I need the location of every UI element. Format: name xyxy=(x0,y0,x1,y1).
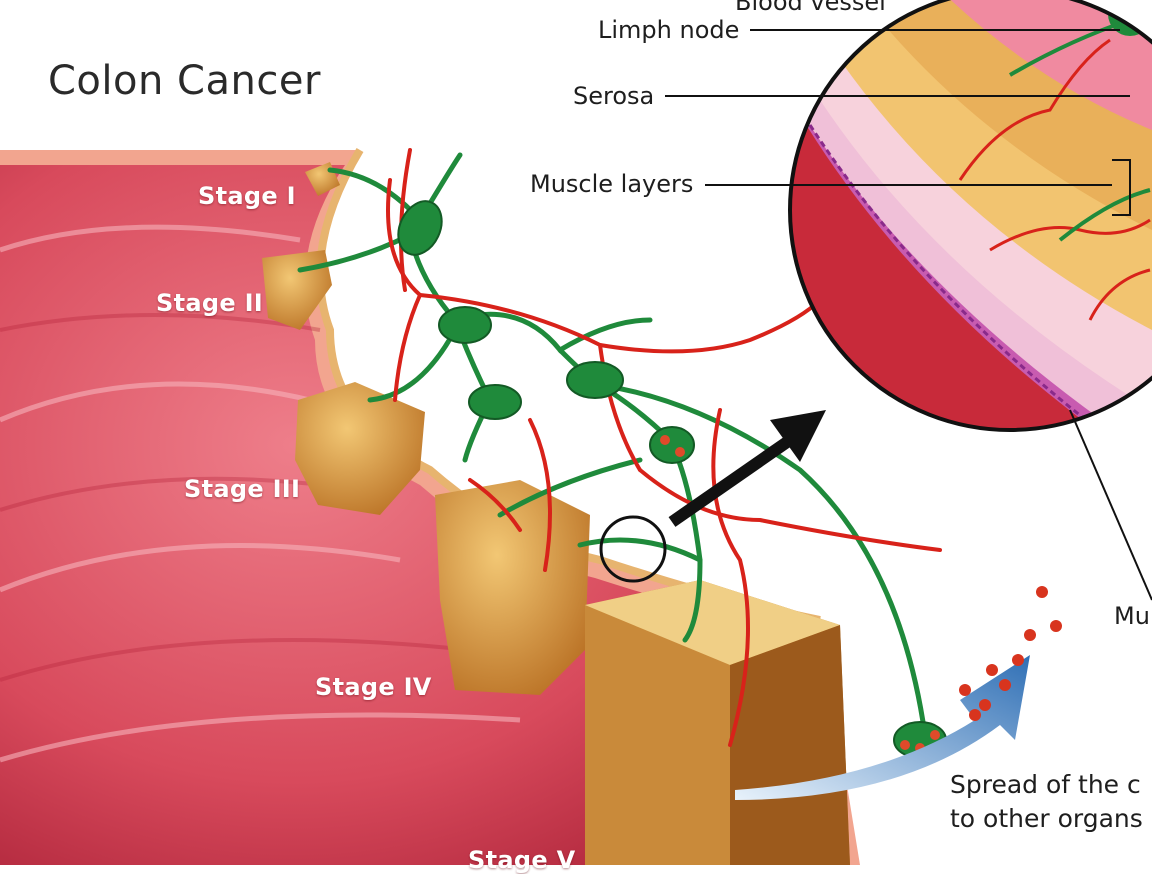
stage-label-3: Stage III xyxy=(184,475,301,503)
zoomed-cross-section xyxy=(790,0,1152,430)
callout-mucosa: Mu xyxy=(1114,602,1150,630)
stage-label-5: Stage V xyxy=(468,846,576,874)
stage-label-1: Stage I xyxy=(198,182,296,210)
spread-caption: Spread of the c to other organs xyxy=(950,768,1143,836)
callout-limph-node: Limph node xyxy=(598,16,740,44)
tumor-stage-3 xyxy=(295,382,425,515)
tumor-stage-2 xyxy=(262,250,332,330)
callout-blood-vessel: Blood vessel xyxy=(735,0,886,16)
tumor-stage-5 xyxy=(585,580,850,865)
spread-arrow-icon xyxy=(735,586,1062,800)
blood-vessels xyxy=(386,148,942,747)
lymph-vessels xyxy=(297,152,928,738)
callout-serosa: Serosa xyxy=(573,82,655,110)
diagram-title: Colon Cancer xyxy=(48,58,321,104)
stage-label-4: Stage IV xyxy=(315,673,432,701)
callout-muscle-layers: Muscle layers xyxy=(530,170,694,198)
spread-caption-line-1: Spread of the c xyxy=(950,770,1141,799)
callout-lines xyxy=(665,29,1152,601)
black-arrow-icon xyxy=(668,410,826,527)
stage-label-2: Stage II xyxy=(156,289,264,317)
spread-caption-line-2: to other organs xyxy=(950,804,1143,833)
magnifier-circle-icon xyxy=(599,515,667,583)
tumor-stage-4 xyxy=(435,480,590,695)
zoom-circle-outline xyxy=(788,0,1152,432)
